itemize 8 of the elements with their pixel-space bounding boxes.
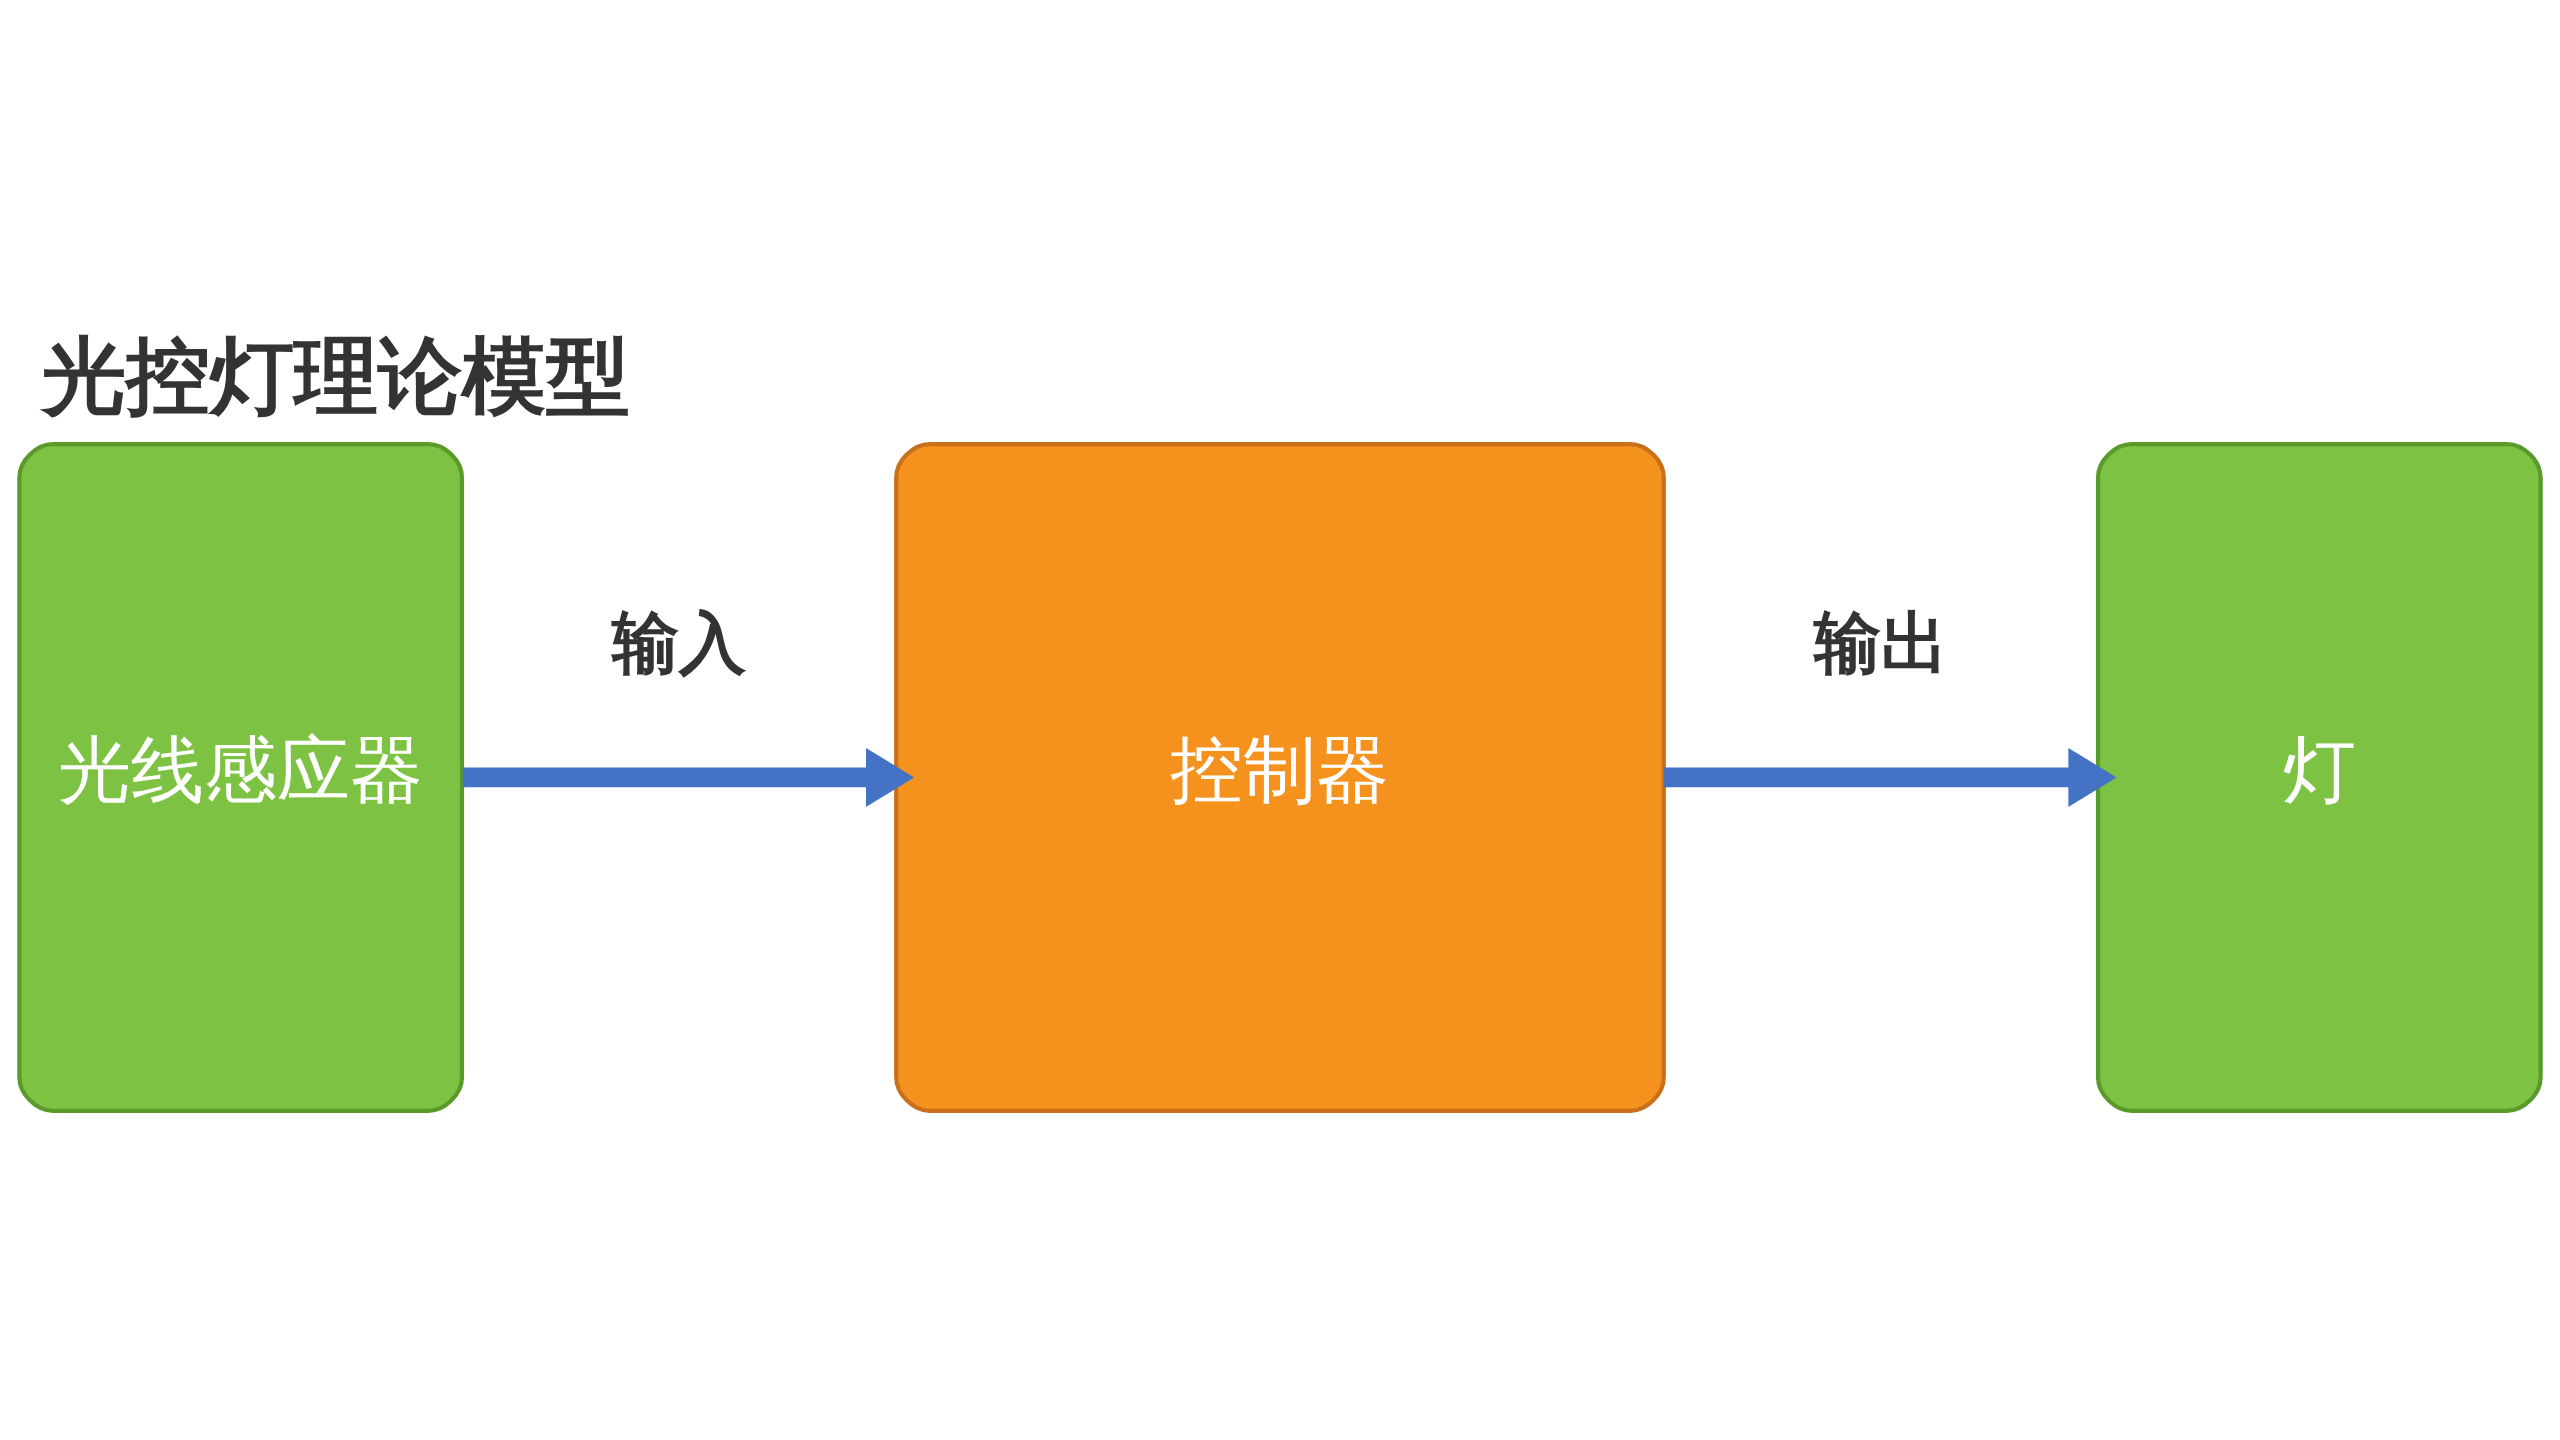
node-box: 控制器 [894, 441, 1666, 1113]
edge-label: 输入 [611, 603, 746, 682]
arrow [462, 747, 915, 807]
diagram-title: 光控灯理论模型 [41, 326, 630, 425]
node-box: 光线感应器 [17, 441, 465, 1113]
arrow [1664, 747, 2117, 807]
edge-label: 输出 [1813, 603, 1948, 682]
node-box: 灯 [2095, 441, 2543, 1113]
